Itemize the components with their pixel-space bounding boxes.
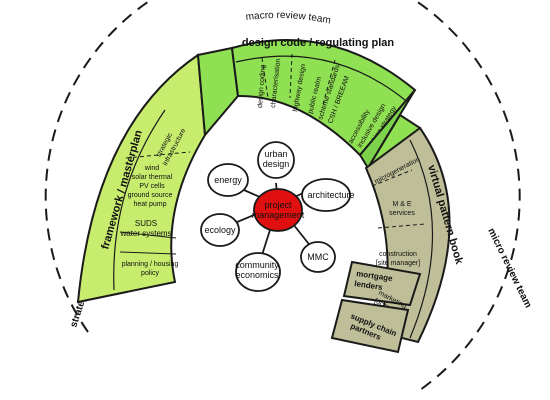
pattern-sep-1 — [371, 169, 413, 187]
svg-text:design coding: design coding — [257, 64, 267, 108]
svg-text:MMC: MMC — [307, 252, 329, 262]
framework-water: SUDS water systems — [119, 219, 171, 238]
design-sep-2 — [289, 53, 293, 99]
svg-text:wind: wind — [144, 165, 160, 172]
svg-text:energy: energy — [214, 175, 242, 185]
svg-text:project: project — [264, 200, 292, 210]
svg-text:solar thermal: solar thermal — [132, 174, 173, 181]
pattern-me-services: M & E services — [389, 201, 415, 217]
svg-text:water systems: water systems — [119, 229, 171, 238]
framework-sep-3 — [125, 151, 191, 159]
satellite-energy: energy — [207, 163, 249, 197]
svg-text:architecture: architecture — [307, 190, 354, 200]
macro-review-label: macro review team — [245, 10, 332, 27]
framework-arc — [76, 53, 207, 304]
mortgage-box — [342, 260, 422, 307]
design-code-title: design code / regulating plan — [242, 37, 394, 49]
svg-text:design: design — [263, 159, 290, 169]
framework-sep-2 — [119, 251, 177, 255]
svg-text:[site manager]: [site manager] — [376, 260, 420, 267]
framework-connector — [196, 46, 240, 138]
svg-text:M & E: M & E — [392, 201, 411, 208]
satellite-mmc: MMC — [300, 241, 336, 273]
framework-energy-tech: wind solar thermal PV cells ground sourc… — [128, 165, 173, 208]
supply-chain-box — [330, 298, 410, 354]
svg-text:community: community — [235, 260, 279, 270]
svg-text:planning / housing: planning / housing — [122, 261, 179, 268]
satellite-community: community economics — [235, 252, 281, 292]
project-management-hub: project management — [252, 188, 305, 232]
satellite-urban-design: urban design — [257, 141, 295, 179]
design-sep-3 — [321, 59, 336, 109]
design-code-divider — [235, 55, 406, 101]
svg-text:urban: urban — [264, 149, 287, 159]
micro-review-label: micro review team — [485, 226, 533, 309]
svg-text:economics: economics — [235, 270, 279, 280]
framework-divider — [113, 109, 166, 291]
satellite-architecture: architecture — [301, 178, 355, 212]
svg-text:policy: policy — [141, 270, 159, 277]
svg-text:management: management — [252, 210, 305, 220]
svg-text:PV cells: PV cells — [139, 183, 165, 190]
svg-text:ecology: ecology — [204, 225, 236, 235]
pattern-sep-2 — [377, 223, 426, 229]
pattern-mortgage: mortgage lenders — [354, 269, 394, 292]
pattern-divider — [409, 139, 434, 339]
framework-planning: planning / housing policy — [122, 261, 179, 277]
framework-sep-1 — [119, 231, 177, 239]
svg-text:ground source: ground source — [128, 192, 173, 199]
svg-text:SUDS: SUDS — [135, 219, 157, 228]
satellite-ecology: ecology — [200, 213, 240, 247]
pattern-construction: construction [site manager] — [376, 251, 420, 267]
svg-text:construction: construction — [379, 251, 417, 258]
svg-text:lenders: lenders — [354, 279, 384, 292]
svg-text:services: services — [389, 210, 415, 217]
svg-text:heat pump: heat pump — [133, 201, 166, 208]
